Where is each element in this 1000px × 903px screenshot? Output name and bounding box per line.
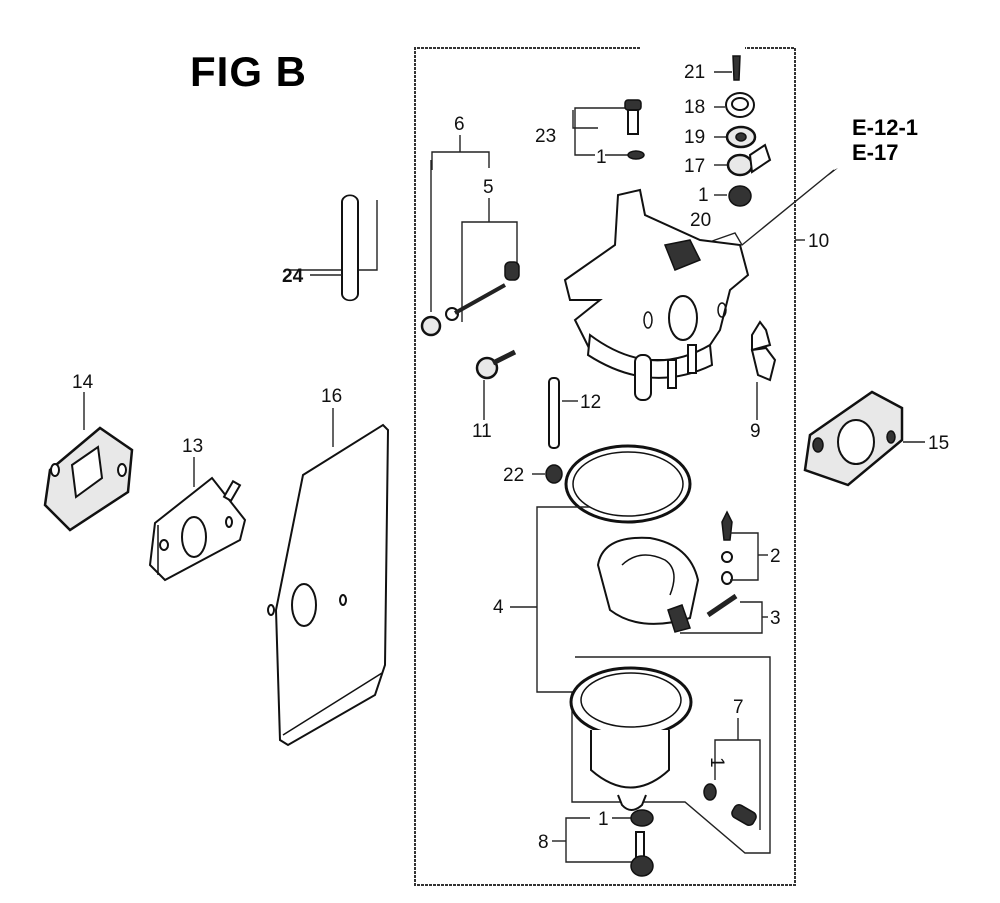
callout-labels: 6 5 23 1 21 18 19 17 1 20 10 24 14 13 16…: [72, 62, 949, 853]
part-4-bracket: [510, 506, 590, 693]
callout-8: 8: [538, 832, 549, 853]
callout-22: 22: [503, 465, 524, 486]
callout-5: 5: [483, 177, 494, 198]
reference-e-17: E-17: [852, 140, 899, 165]
part-7-drain-screw: [703, 718, 761, 830]
callout-13: 13: [182, 436, 203, 457]
callout-14: 14: [72, 372, 94, 393]
callout-2: 2: [770, 546, 781, 567]
part-24-pin: [290, 194, 378, 302]
float-bowl: [569, 656, 771, 854]
float: [596, 536, 700, 633]
callout-1-bolt: 1: [598, 809, 609, 830]
callout-19: 19: [684, 127, 705, 148]
part-14-gasket: [43, 392, 134, 532]
part-9-needle-valve: [750, 320, 777, 420]
callout-18: 18: [684, 97, 705, 118]
callout-21: 21: [684, 62, 705, 83]
part-16-plate: [267, 408, 390, 747]
part-5-6-pilot-screw: [420, 135, 520, 337]
part-8-bowl-bolt: [552, 809, 654, 877]
callout-17: 17: [684, 156, 705, 177]
callout-7: 7: [733, 697, 744, 718]
o-ring: [564, 444, 692, 524]
callout-6: 6: [454, 114, 465, 135]
callout-23: 23: [535, 126, 556, 147]
reference-labels: E-12-1 E-17: [852, 115, 918, 165]
callout-1-upper: 1: [596, 147, 607, 168]
callout-20: 20: [690, 210, 711, 231]
carburetor-assembly-frame: [414, 47, 796, 886]
callout-24: 24: [282, 266, 304, 287]
callout-4: 4: [493, 597, 504, 618]
part-15-gasket: [803, 390, 925, 487]
callout-1-bowl: 1: [706, 757, 727, 768]
callout-1-stack: 1: [698, 185, 709, 206]
part-3-float-pin: [680, 593, 768, 634]
callout-15: 15: [928, 433, 949, 454]
callout-3: 3: [770, 608, 781, 629]
part-12-main-jet: [532, 377, 578, 484]
callout-16: 16: [321, 386, 342, 407]
callout-12: 12: [580, 392, 601, 413]
part-10-carburetor-body: [563, 168, 838, 401]
callout-9: 9: [750, 421, 761, 442]
callout-10: 10: [808, 231, 829, 252]
part-stack-21-17: [714, 55, 772, 207]
part-13-insulator: [148, 457, 247, 582]
callout-11: 11: [472, 421, 492, 442]
figure-title: FIG B: [190, 48, 307, 95]
reference-e-12-1: E-12-1: [852, 115, 919, 140]
part-11-screw: [475, 349, 517, 420]
part-2-float-valve: [721, 510, 768, 585]
part-23-screw: [572, 99, 645, 160]
